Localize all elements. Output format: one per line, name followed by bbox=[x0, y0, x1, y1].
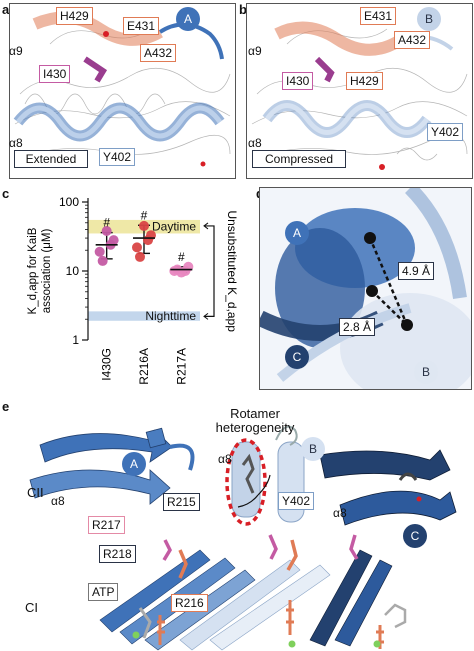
ci-domain-label: CI bbox=[25, 600, 38, 615]
residue-i430: I430 bbox=[282, 72, 314, 90]
category-label: I430G bbox=[100, 348, 114, 381]
panel-c-label: c bbox=[2, 186, 10, 201]
residue-h429: H429 bbox=[346, 72, 383, 90]
panel-e-label: e bbox=[2, 399, 10, 414]
residue-y402: Y402 bbox=[99, 148, 136, 166]
significance-mark: # bbox=[178, 250, 185, 264]
density-mesh bbox=[14, 28, 231, 155]
residue-e431: E431 bbox=[360, 7, 397, 25]
chain-a-badge: A bbox=[285, 221, 309, 245]
i430-sidechain bbox=[314, 56, 335, 83]
data-point bbox=[101, 225, 112, 236]
data-point bbox=[135, 251, 145, 262]
chain-b-badge: B bbox=[414, 360, 438, 384]
chain-c-cii-ribbon bbox=[319, 449, 457, 526]
alpha8-label: α8 bbox=[248, 136, 262, 150]
cii-domain-label: CII bbox=[27, 485, 44, 500]
category-label: R216A bbox=[137, 348, 151, 385]
helix-alpha9 bbox=[32, 11, 224, 167]
residue-r216: R216 bbox=[171, 594, 208, 612]
bracket-arrow-bottom bbox=[203, 312, 209, 320]
chain-a-cii-ribbon bbox=[29, 427, 195, 505]
data-point bbox=[132, 242, 142, 253]
alpha8-right-label: α8 bbox=[333, 506, 347, 520]
y-tick-label: 1 bbox=[72, 333, 79, 347]
y-axis-label: K_d,app for KaiB bbox=[27, 227, 39, 314]
chain-a-badge: A bbox=[122, 452, 146, 476]
band-nighttime bbox=[88, 311, 200, 321]
residue-r218: R218 bbox=[99, 545, 136, 563]
alpha8-mid-label: α8 bbox=[218, 452, 232, 466]
band-label-daytime: Daytime bbox=[152, 220, 196, 234]
panel-a-label: a bbox=[2, 2, 10, 17]
band-label-nighttime: Nighttime bbox=[145, 309, 196, 323]
state-compressed: Compressed bbox=[252, 150, 346, 168]
bracket-arrow-top bbox=[203, 222, 209, 230]
bracket bbox=[204, 225, 215, 317]
chain-b-badge: B bbox=[301, 437, 325, 461]
residue-y402: Y402 bbox=[427, 123, 464, 141]
residue-a432: A432 bbox=[140, 44, 177, 62]
data-point bbox=[180, 266, 191, 276]
chain-a-badge: A bbox=[176, 7, 200, 31]
alpha9-label: α9 bbox=[9, 44, 23, 58]
y-tick-label: 100 bbox=[59, 195, 79, 209]
i430-sidechain bbox=[83, 56, 108, 83]
data-point bbox=[139, 220, 149, 231]
data-point bbox=[143, 235, 153, 246]
category-label: R217A bbox=[174, 348, 188, 385]
residue-r215: R215 bbox=[163, 493, 200, 511]
alpha9-label: α9 bbox=[248, 44, 262, 58]
residue-atp: ATP bbox=[88, 583, 119, 601]
residue-a432: A432 bbox=[394, 31, 431, 49]
data-point bbox=[97, 255, 108, 266]
residue-i430: I430 bbox=[39, 65, 71, 83]
panel-a-structure bbox=[13, 11, 231, 167]
y-axis-label-line2: association (μM) bbox=[41, 229, 53, 314]
chain-c-badge: C bbox=[285, 345, 309, 369]
chain-c-badge: C bbox=[403, 524, 427, 548]
panel-b-label: b bbox=[239, 2, 247, 17]
alpha8-left-label: α8 bbox=[51, 494, 65, 508]
state-extended: Extended bbox=[14, 150, 88, 168]
data-point bbox=[94, 246, 105, 257]
alpha8-label: α8 bbox=[9, 136, 23, 150]
residue-r217: R217 bbox=[88, 516, 125, 534]
chain-b-badge: B bbox=[417, 7, 441, 31]
y-tick-label: 10 bbox=[66, 264, 80, 278]
side-label: Unsubstituted K_d,app bbox=[225, 210, 239, 332]
panel-e-structure bbox=[29, 425, 457, 651]
rotamer-title-line2: heterogeneity bbox=[215, 420, 295, 435]
rotamer-title-line1: Rotamer bbox=[230, 406, 280, 421]
residue-h429: H429 bbox=[56, 7, 93, 25]
helix-alpha8 bbox=[13, 102, 225, 142]
significance-mark: # bbox=[141, 208, 148, 222]
rotamer-highlight bbox=[225, 438, 267, 526]
distance-2-8: 2.8 Å bbox=[339, 318, 376, 336]
significance-mark: # bbox=[103, 216, 110, 230]
residue-y402: Y402 bbox=[278, 492, 315, 510]
ci-beta-sheets bbox=[99, 534, 407, 651]
helix-alpha8 bbox=[262, 100, 432, 138]
distance-4-9: 4.9 Å bbox=[398, 262, 435, 280]
residue-e431: E431 bbox=[123, 17, 160, 35]
